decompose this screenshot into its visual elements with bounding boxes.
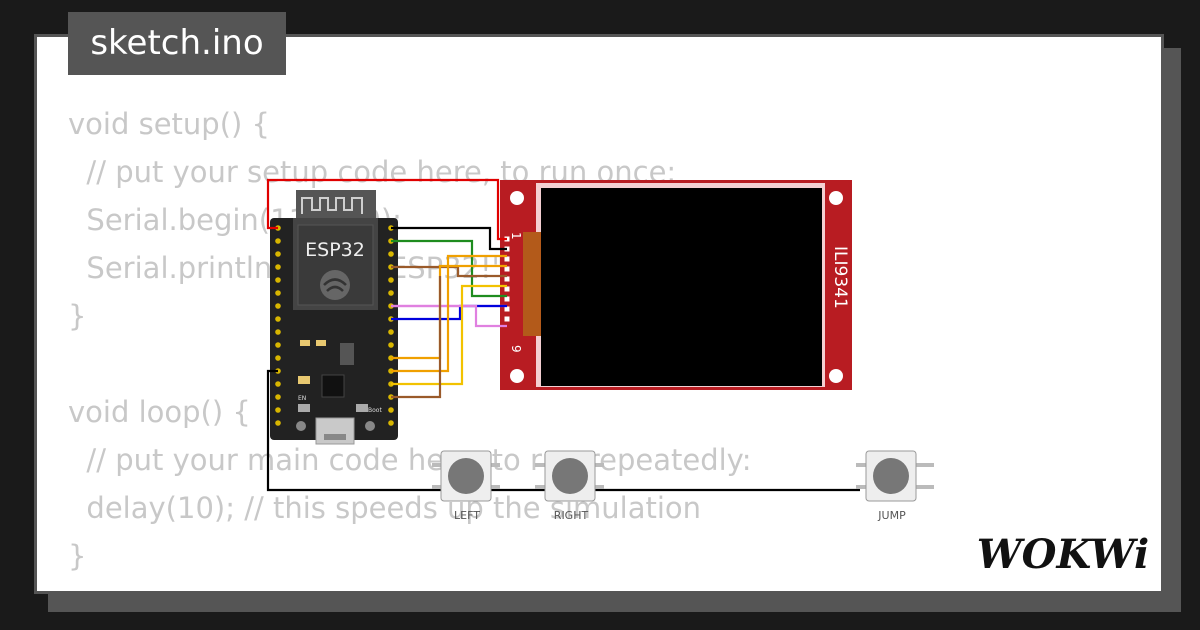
usb-port-icon [315,417,355,445]
button-right[interactable]: RIGHT [535,450,604,522]
code-line: } [68,299,87,333]
file-tab[interactable]: sketch.ino [68,12,286,75]
code-line: } [68,539,87,573]
code-line: delay(10); // this speeds up the simulat… [68,491,702,525]
en-label: EN [298,395,306,402]
wire-orange-2 [391,254,507,373]
wire-brown-1 [391,265,507,278]
button-left[interactable]: LEFT [432,450,500,522]
code-line: // put your setup code here, to run once… [68,155,677,189]
wire-black-gnd [391,226,507,251]
display-model-label: ILI9341 [830,246,850,309]
code-line: void loop() { [68,395,251,429]
wokwi-logo: WOKWi [977,531,1150,578]
wire-pink-2 [391,304,507,328]
wire-yellow [391,284,507,386]
button-jump-label: JUMP [877,509,906,522]
esp32-board[interactable]: ESP32 [270,190,398,445]
wire-brown-2 [391,276,442,399]
ili9341-display[interactable]: 1 9 ILI9341 [500,180,852,390]
esp32-label: ESP32 [305,239,365,261]
wire-green [391,239,507,298]
espressif-logo-icon [320,270,350,300]
code-line: void setup() { [68,107,270,141]
file-tab-label: sketch.ino [90,23,264,63]
button-jump[interactable]: JUMP [856,450,934,522]
button-right-label: RIGHT [554,509,589,522]
code-editor[interactable]: void setup() { // put your setup code he… [68,100,752,580]
display-screen [541,188,822,386]
wire-red [266,178,507,241]
wire-blue [391,304,507,321]
wires [266,178,860,492]
boot-label: Boot [368,407,382,414]
pin-label-first: 1 [509,232,523,240]
button-left-label: LEFT [454,509,480,522]
esp32-left-pins [275,225,281,426]
pin-label-last: 9 [509,345,523,353]
brand-name: WOKWi [977,531,1150,578]
